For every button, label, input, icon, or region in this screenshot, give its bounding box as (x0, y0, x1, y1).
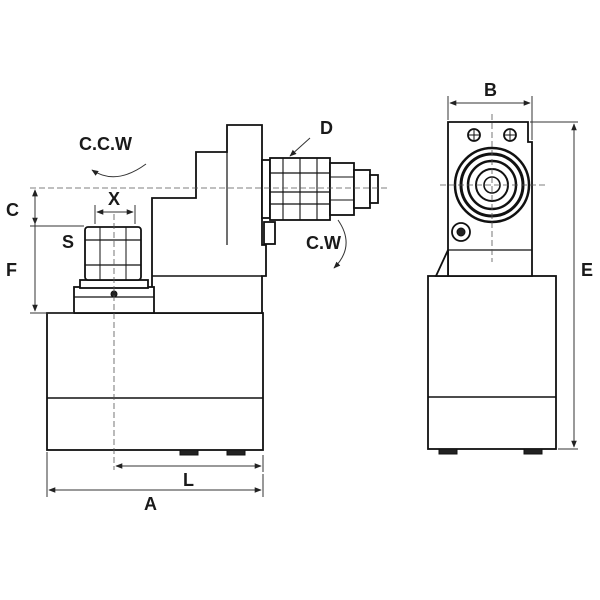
label-d: D (320, 118, 333, 138)
label-b: B (484, 80, 497, 100)
front-foot-right (523, 448, 543, 455)
main-body (46, 312, 264, 451)
foot-right (226, 449, 246, 456)
label-l: L (183, 470, 194, 490)
foot-left (179, 449, 199, 456)
side-view: X C F S L A D (6, 118, 390, 514)
ccw-rotation-arrow (91, 163, 147, 178)
front-housing-flare-left (434, 249, 449, 277)
label-f: F (6, 260, 17, 280)
dim-e (530, 121, 578, 450)
dim-b (447, 96, 533, 140)
dim-c (30, 189, 84, 227)
front-body (427, 275, 557, 450)
label-e: E (581, 260, 593, 280)
label-cw: C.W (306, 233, 341, 253)
label-x: X (108, 189, 120, 209)
front-foot-left (438, 448, 458, 455)
label-s: S (62, 232, 74, 252)
cw-rotation-arrow (333, 219, 347, 269)
upper-housing (151, 124, 267, 314)
front-view: B E (427, 80, 593, 455)
label-c: C (6, 200, 19, 220)
drive-shaft (261, 157, 379, 221)
dim-x (94, 205, 136, 224)
dim-l (115, 455, 264, 472)
dim-d (289, 137, 311, 157)
dim-f (30, 189, 74, 314)
dim-a (46, 452, 264, 497)
side-bolt (263, 221, 276, 245)
label-ccw: C.C.W (79, 134, 132, 154)
label-a: A (144, 494, 157, 514)
